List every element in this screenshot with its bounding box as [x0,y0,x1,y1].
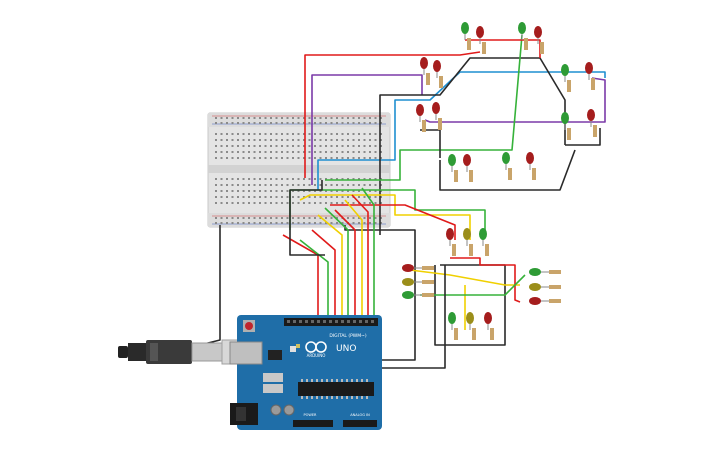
wire-red-8 [351,194,369,318]
breadboard-holes [215,117,382,224]
led-icon [529,297,561,305]
chip-icon [298,379,374,399]
led-icon [402,291,434,299]
led-icon [420,57,430,85]
digital-header-label: DIGITAL (PWM~) [329,333,367,339]
led-icon [526,152,536,180]
led-icon [534,26,544,54]
led-icon [585,62,595,90]
wire-black-9 [289,180,325,256]
breadboard[interactable] [207,112,391,228]
wire-green-3 [420,274,526,296]
led-icon [479,228,489,256]
led-icon [529,268,561,276]
analog-header-label: ANALOG IN [350,413,370,417]
wire-red-3 [330,204,456,240]
wire-purple [311,74,423,185]
led-icon [402,264,434,272]
wire-red-5 [282,234,319,318]
led-icon [433,60,443,88]
led-icon [463,154,473,182]
led-icon [476,26,486,54]
wire-black-2 [439,149,576,191]
power-header-label: POWER [304,413,318,417]
led-icon [518,22,528,50]
wires [199,34,606,369]
led-groups [402,22,597,340]
led-icon [432,102,442,130]
wire-blue [317,71,606,190]
arduino-logo: ARDUINO UNO [305,341,356,358]
wire-green [325,34,523,181]
led-icon [529,283,561,291]
wire-black-6 [344,225,416,361]
led-icon [448,312,458,340]
wire-red-7 [334,209,356,318]
wire-black-3 [420,129,441,158]
wire-green-5 [324,207,349,318]
wire-yellow-4 [317,214,343,318]
led-icon [416,104,426,132]
wire-yellow-2 [409,269,520,286]
wire-green-6 [361,187,375,318]
wire-green-4 [299,239,329,318]
wire-red-6 [311,229,336,318]
wire-black-8 [380,265,446,369]
led-icon [587,109,597,137]
wire-black-5 [199,225,221,346]
reset-button-icon[interactable] [243,320,255,332]
led-icon [463,228,473,256]
arduino-board[interactable]: DIGITAL (PWM~) ARDUINO UNO [229,315,382,430]
wire-black [379,57,566,235]
led-icon [448,154,458,182]
led-icon [502,152,512,180]
wire-red-4 [450,257,521,303]
led-icon [466,312,476,340]
led-icon [561,112,571,140]
logo-text: ARDUINO [307,353,326,358]
led-icon [446,228,456,256]
power-jack-icon [230,403,258,425]
led-icon [461,22,471,50]
led-icon [561,64,571,92]
wire-purple-2 [424,77,606,123]
wire-yellow-5 [344,199,363,318]
wire-red [304,51,481,178]
led-icon [484,312,494,340]
model-text: UNO [336,344,356,354]
wire-red-2 [465,39,541,58]
led-icon [402,278,434,286]
wire-black-4 [565,128,601,146]
